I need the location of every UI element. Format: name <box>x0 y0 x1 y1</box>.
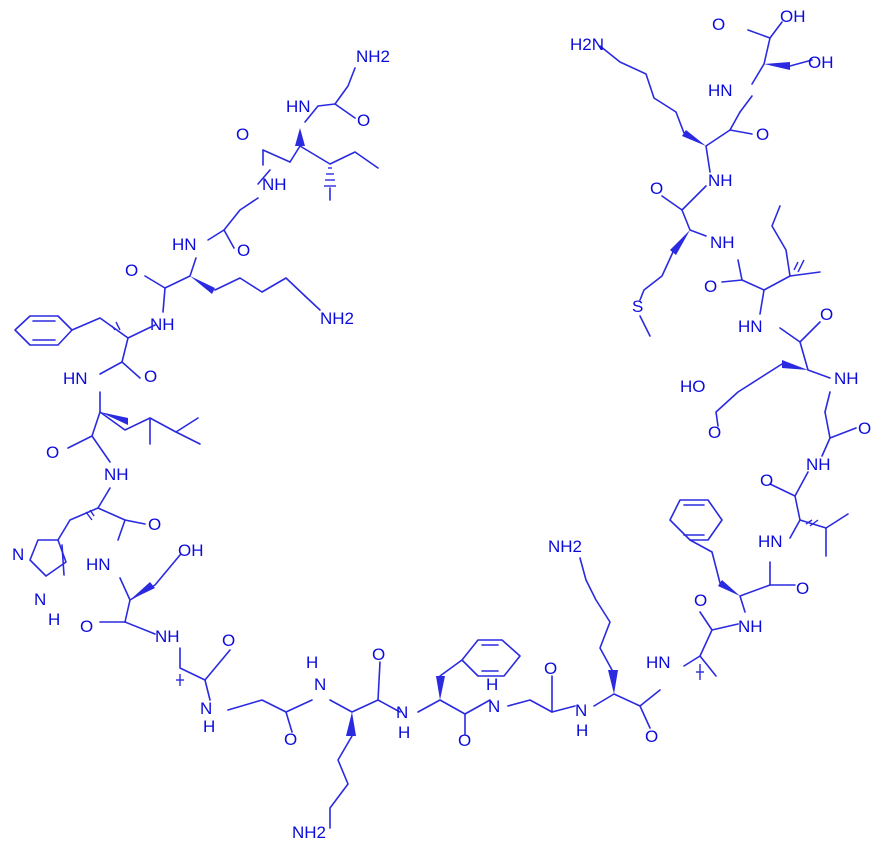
label-nh2-lys-2: NH2 <box>292 823 326 842</box>
label-h: H <box>203 717 215 736</box>
label-o: O <box>645 727 658 746</box>
label-hn: HN <box>646 653 671 672</box>
residue-lys-4: O H2N HN <box>570 35 769 173</box>
label-nh2-gly: NH2 <box>356 47 390 66</box>
residue-val: O NH <box>760 455 849 557</box>
label-s-met: S <box>632 297 643 316</box>
label-nh: NH <box>834 369 859 388</box>
residue-lys-2: NH2 O N H <box>292 645 410 842</box>
label-nh: NH <box>710 233 735 252</box>
label-hn: HN <box>172 235 197 254</box>
label-h: H <box>486 675 498 694</box>
label-o: O <box>858 419 871 438</box>
label-n: N <box>396 703 408 722</box>
label-o: O <box>820 305 833 324</box>
label-h: H <box>576 721 588 740</box>
residue-met: O S NH <box>632 171 733 337</box>
label-nh: NH <box>262 175 287 194</box>
label-o: O <box>650 179 663 198</box>
label-nh: NH <box>104 465 129 484</box>
label-o: O <box>458 731 471 750</box>
label-h-imidazole: H <box>48 610 60 629</box>
label-n: N <box>12 545 24 564</box>
label-o: O <box>144 367 157 386</box>
residue-gly-3: O H N <box>227 653 326 749</box>
label-oh-ser-1: OH <box>178 541 204 560</box>
label-hn: HN <box>86 555 111 574</box>
label-hn: HN <box>738 317 763 336</box>
label-h2n-lys-4: H2N <box>570 35 604 54</box>
residue-phe-1: O HN <box>14 315 157 388</box>
label-hn: HN <box>63 369 88 388</box>
label-o: O <box>46 443 59 462</box>
label-o: O <box>544 659 557 678</box>
residue-gly-4: O N H <box>507 659 588 740</box>
label-nh: NH <box>738 617 763 636</box>
label-n: N <box>200 699 212 718</box>
label-hn: HN <box>286 97 311 116</box>
residue-ala-1: O N H <box>176 631 235 736</box>
label-n: N <box>34 590 46 609</box>
label-o: O <box>236 125 249 144</box>
residue-his: N N H O HN <box>12 487 161 629</box>
residue-gly-5: O NH <box>821 369 871 457</box>
label-hn: HN <box>708 81 733 100</box>
label-nh: NH <box>708 171 733 190</box>
label-o: O <box>760 471 773 490</box>
residue-ile-2: O NH <box>704 205 821 315</box>
label-h: H <box>306 653 318 672</box>
label-n: N <box>488 697 500 716</box>
residue-ile-1: O NH <box>236 125 379 201</box>
label-ho-glu: HO <box>680 377 706 396</box>
label-o: O <box>80 617 93 636</box>
label-n: N <box>575 701 587 720</box>
label-o: O <box>284 730 297 749</box>
label-o: O <box>372 645 385 664</box>
label-o: O <box>708 423 721 442</box>
label-n: N <box>314 675 326 694</box>
label-nh: NH <box>806 455 831 474</box>
label-o: O <box>148 515 161 534</box>
label-o: O <box>704 277 717 296</box>
residue-lys-1: NH2 O NH <box>125 257 354 334</box>
label-o: O <box>222 631 235 650</box>
label-o: O <box>756 125 769 144</box>
label-h: H <box>398 723 410 742</box>
label-hn: HN <box>758 532 783 551</box>
residue-glu: O HO O HN <box>680 305 833 442</box>
residue-leu: O NH <box>46 391 201 484</box>
label-nh2-lys-3: NH2 <box>548 537 582 556</box>
residue-phe-3: O HN <box>669 499 809 613</box>
residue-ser-1: OH O NH <box>80 541 204 646</box>
label-o: O <box>357 111 370 130</box>
label-o: O <box>237 241 250 260</box>
label-nh: NH <box>155 627 180 646</box>
label-nh2-lys-1: NH2 <box>320 309 354 328</box>
label-oh-ser-2: OH <box>808 53 834 72</box>
residue-gly-2: O HN <box>172 197 259 260</box>
residue-phe-2: O H N <box>417 639 521 750</box>
residue-lys-3: O NH2 HN <box>548 537 671 746</box>
label-nh: NH <box>150 315 175 334</box>
residue-ala-2: O NH <box>683 591 763 680</box>
label-oh-cooh: OH <box>780 7 806 26</box>
label-o: O <box>796 579 809 598</box>
residue-ser-2-c-terminal: OH O OH <box>712 7 834 85</box>
residue-gly-n-terminal: NH2 O HN <box>286 47 390 130</box>
label-o: O <box>712 15 725 34</box>
label-o: O <box>125 261 138 280</box>
label-o: O <box>694 591 707 610</box>
